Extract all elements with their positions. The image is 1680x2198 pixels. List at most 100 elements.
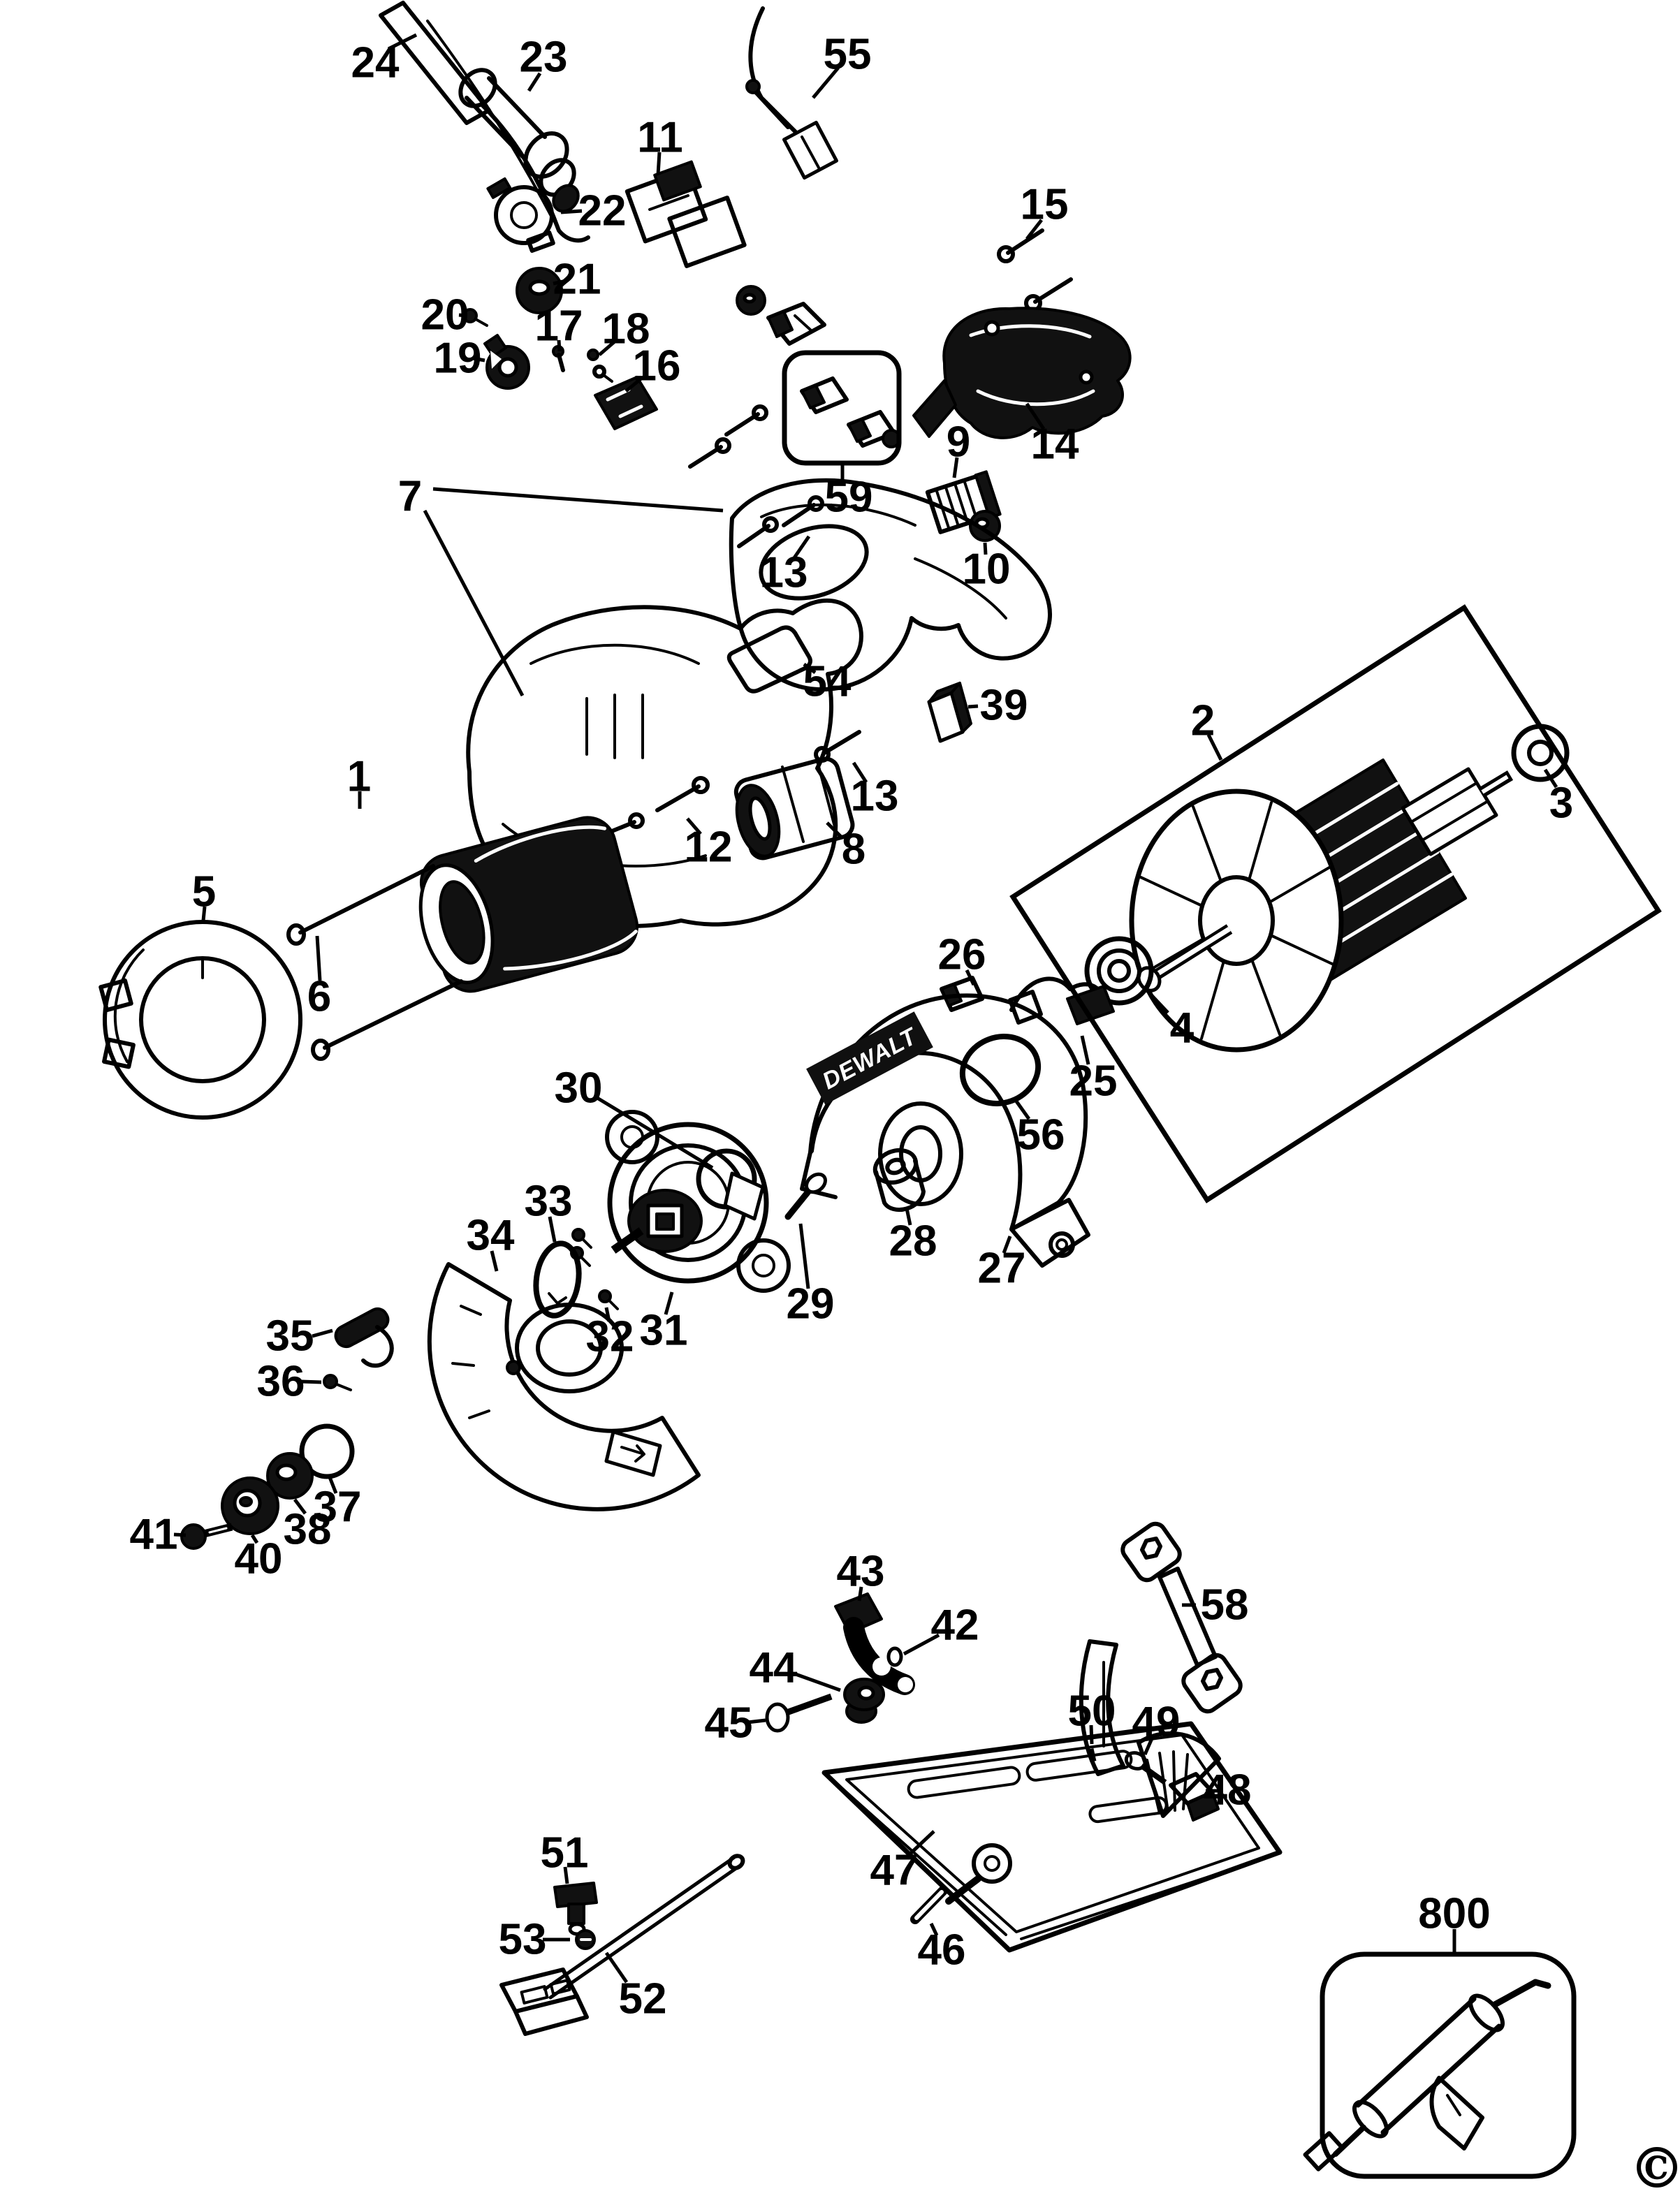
o-ring-42 [886, 1646, 903, 1667]
part-number-36: 36 [257, 1358, 305, 1406]
leader-line-9 [952, 457, 959, 478]
part-number-52: 52 [619, 1975, 667, 2023]
part-number-800: 800 [1418, 1890, 1490, 1938]
part-number-7: 7 [398, 473, 422, 521]
part-number-45: 45 [705, 1699, 753, 1748]
leader-line-41 [173, 1532, 187, 1537]
leader-line-56 [1013, 1098, 1031, 1120]
part-number-30: 30 [555, 1064, 603, 1113]
part-number-32: 32 [586, 1313, 634, 1361]
leader-line-39 [967, 704, 979, 709]
part-number-13: 13 [851, 772, 899, 821]
part-number-38: 38 [284, 1506, 332, 1554]
part-number-48: 48 [1204, 1766, 1252, 1815]
part-number-59: 59 [825, 474, 873, 522]
leader-line-17 [557, 339, 562, 352]
part-number-22: 22 [578, 187, 627, 235]
leader-line-40 [250, 1534, 259, 1544]
guard-lever [334, 1307, 394, 1368]
screw-29 [784, 1172, 827, 1220]
part-number-9: 9 [947, 418, 970, 467]
gear-case-flange [605, 1110, 791, 1293]
part-number-58: 58 [1201, 1581, 1249, 1629]
leader-line-2 [1206, 733, 1223, 761]
leader-line-7 [423, 509, 525, 697]
leader-line-35 [312, 1328, 333, 1338]
dust-cover [733, 756, 855, 860]
leader-line-33 [548, 1216, 557, 1243]
leader-line-4 [1144, 988, 1169, 1014]
part-number-33: 33 [525, 1178, 573, 1226]
leader-line-30 [596, 1096, 714, 1170]
part-number-2: 2 [1191, 697, 1215, 745]
retaining-ring-37 [299, 1423, 355, 1479]
leader-line-25 [1080, 1035, 1090, 1065]
part-number-21: 21 [553, 256, 601, 304]
leader-line-16 [624, 377, 643, 393]
leader-line-12 [686, 817, 702, 835]
leader-line-46 [929, 1922, 939, 1937]
blade-wrench-58 [1120, 1521, 1243, 1714]
part-number-26: 26 [938, 931, 986, 979]
part-number-51: 51 [541, 1829, 589, 1877]
part-number-31: 31 [640, 1307, 688, 1355]
air-baffle [98, 920, 302, 1120]
leader-line-23 [527, 72, 542, 92]
part-number-13: 13 [760, 549, 808, 597]
cord-protector [458, 68, 580, 213]
service-kit-brushes [800, 376, 901, 448]
part-number-40: 40 [235, 1535, 283, 1583]
part-number-43: 43 [837, 1548, 885, 1596]
part-number-44: 44 [750, 1644, 798, 1692]
leader-line-29 [798, 1223, 810, 1289]
small-hardware [587, 349, 613, 383]
rip-fence-52 [499, 1854, 745, 2036]
lock-nut-44 [843, 1678, 885, 1724]
lead-wire [745, 6, 839, 180]
leader-line-14 [1025, 402, 1046, 430]
leader-line-8 [826, 821, 844, 840]
felt-ring [516, 267, 563, 314]
part-number-25: 25 [1069, 1057, 1118, 1106]
nameplate [726, 625, 812, 694]
lubricant-kit-800-box [1320, 1951, 1577, 2179]
leader-line-31 [664, 1291, 674, 1315]
leader-line-20 [458, 313, 467, 318]
motor-housing-cover [912, 307, 1132, 439]
leader-line-44 [795, 1672, 841, 1692]
outer-flange-40 [221, 1477, 279, 1535]
leader-line-34 [490, 1250, 499, 1272]
leader-line-6 [315, 935, 322, 981]
leader-line-10 [983, 542, 988, 555]
part-number-19: 19 [434, 335, 482, 383]
leader-line-47 [907, 1830, 935, 1856]
part-number-56: 56 [1017, 1111, 1065, 1159]
o-ring-56 [959, 1033, 1042, 1107]
cord-clamp [486, 177, 555, 253]
part-number-41: 41 [130, 1511, 178, 1559]
leader-line-19 [472, 356, 485, 362]
part-number-10: 10 [963, 545, 1011, 594]
leader-line-50 [1089, 1724, 1094, 1745]
part-number-24: 24 [351, 39, 400, 87]
leader-line-38 [293, 1498, 307, 1515]
leader-line-21 [553, 279, 564, 286]
leader-line-24 [387, 33, 418, 51]
bevel-lever-43 [834, 1592, 915, 1695]
leader-line-49 [1143, 1736, 1155, 1756]
blade-bolt-41 [180, 1523, 233, 1550]
part-number-29: 29 [787, 1280, 835, 1328]
part-number-5: 5 [192, 868, 216, 916]
part-number-18: 18 [602, 305, 650, 353]
leader-line-51 [563, 1866, 569, 1884]
leader-line-7 [432, 487, 724, 513]
rip-fence-knob-51 [553, 1882, 598, 1936]
part-number-46: 46 [918, 1926, 966, 1974]
part-number-3: 3 [1549, 779, 1573, 828]
leader-line-18 [598, 340, 616, 356]
part-number-39: 39 [980, 682, 1028, 730]
switch [624, 160, 747, 268]
leader-line-45 [747, 1718, 766, 1724]
leader-line-32 [604, 1307, 611, 1322]
